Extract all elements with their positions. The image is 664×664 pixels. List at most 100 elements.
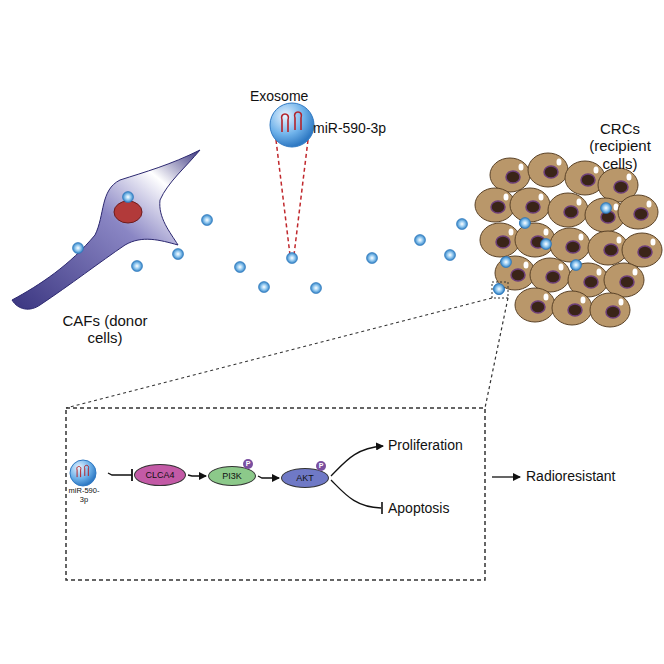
node-label: Exosome: [250, 88, 308, 104]
crc-cell: [480, 223, 520, 257]
crc-cell: [550, 228, 590, 262]
pathway-node: PI3K: [208, 466, 256, 486]
activate-arrow: [331, 446, 383, 476]
exosome-dot: [202, 215, 213, 226]
exosome-dot: [311, 283, 322, 294]
exosome-dot: [601, 203, 612, 214]
connector: [188, 475, 206, 476]
exosome-icon: [268, 101, 316, 149]
crc-highlight: [617, 237, 622, 244]
exosome-dot: [494, 284, 505, 295]
phospho-mark: P: [243, 459, 253, 469]
exosome-dot: [445, 250, 456, 261]
crc-highlight: [557, 159, 562, 166]
crc-highlight: [581, 297, 586, 304]
crc-cell: [552, 291, 592, 325]
phospho-mark: P: [316, 461, 326, 471]
crc-cell: [604, 263, 644, 297]
crc-cell: [515, 223, 555, 257]
crc-nucleus: [566, 241, 580, 253]
exosome-dot: [287, 253, 298, 264]
crc-cell: [515, 288, 555, 322]
crc-nucleus: [496, 236, 510, 248]
outcome-label: Proliferation: [388, 437, 463, 453]
exosome-dot: [123, 192, 134, 203]
crc-nucleus: [544, 166, 558, 178]
crc-highlight: [627, 174, 632, 181]
pathway-box: [66, 408, 485, 580]
crc-highlight: [504, 194, 509, 201]
crc-highlight: [633, 269, 638, 276]
caf-node: CAFs (donor cells): [10, 150, 210, 350]
exosome-icon: [68, 458, 98, 488]
crc-cell: [475, 188, 515, 222]
crc-highlight: [651, 239, 656, 246]
exosome-dot: [571, 260, 582, 271]
crc-cell: [530, 258, 570, 292]
inhibit-bar: [381, 502, 383, 514]
exosome-dot: [601, 203, 612, 214]
exosome-dot: [541, 239, 552, 250]
exosome-dot: [494, 284, 505, 295]
exosome-node: Exosome miR-590-3p: [245, 88, 389, 158]
zoom-square: [492, 282, 508, 298]
node-label: CAFs (donor cells): [50, 312, 160, 347]
crc-nucleus: [568, 304, 582, 316]
crc-nucleus: [604, 244, 618, 256]
crc-cell: [618, 195, 658, 229]
node-label: miR-590-3p: [66, 487, 102, 504]
crc-highlight: [519, 164, 524, 171]
crc-highlight: [577, 199, 582, 206]
inhibit-line: [331, 480, 381, 508]
crc-nucleus: [546, 271, 560, 283]
exosome-dot: [173, 249, 184, 260]
crc-cell: [490, 158, 530, 192]
result-arrow: [492, 476, 520, 477]
crc-nucleus: [506, 171, 520, 183]
connector: [258, 476, 279, 478]
node-label: CRCs (recipient cells): [578, 120, 662, 172]
exosome-dot: [132, 261, 143, 272]
caf-cell: [12, 150, 200, 309]
exosome-dot: [259, 282, 270, 293]
connector: [108, 469, 132, 481]
exosome-dot: [520, 218, 531, 229]
crc-highlight: [594, 167, 599, 174]
zoom-line: [485, 298, 508, 408]
crc-node: CRCs (recipient cells): [470, 118, 662, 328]
crc-highlight: [544, 294, 549, 301]
crc-nucleus: [638, 246, 652, 258]
crc-nucleus: [620, 276, 634, 288]
exosome-dot: [367, 253, 378, 264]
crc-highlight: [539, 194, 544, 201]
crc-cell: [510, 188, 550, 222]
crc-nucleus: [491, 201, 505, 213]
node-label: CLCA4: [145, 470, 174, 480]
node-label: PI3K: [222, 471, 242, 481]
outcome-label: Apoptosis: [388, 500, 449, 516]
result-label: Radioresistant: [526, 468, 616, 484]
crc-highlight: [619, 299, 624, 306]
exosome-dot: [73, 243, 84, 254]
node-label: miR-590-3p: [313, 120, 386, 136]
crc-nucleus: [511, 269, 525, 281]
crc-nucleus: [614, 181, 628, 193]
exosome-dot: [415, 235, 426, 246]
crc-nucleus: [581, 174, 595, 186]
crc-nucleus: [584, 276, 598, 288]
crc-nucleus: [526, 201, 540, 213]
exosome-dot: [541, 239, 552, 250]
caf-nucleus: [114, 201, 142, 223]
exosome-dot: [235, 262, 246, 273]
exosome-dot: [501, 257, 512, 268]
exosome-dot: [571, 260, 582, 271]
crc-highlight: [524, 262, 529, 269]
crc-highlight: [597, 269, 602, 276]
crc-highlight: [509, 229, 514, 236]
crc-cell: [590, 293, 630, 327]
crc-nucleus: [606, 306, 620, 318]
crc-nucleus: [634, 208, 648, 220]
exosome-dot: [501, 257, 512, 268]
crc-highlight: [579, 234, 584, 241]
crc-cell: [622, 233, 662, 267]
